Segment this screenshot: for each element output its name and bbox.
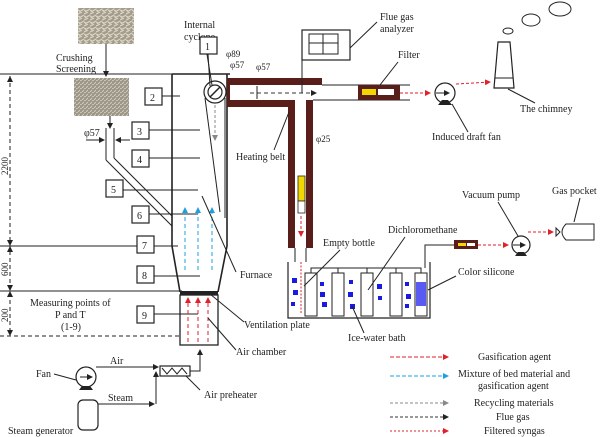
measuring-point-4: 4 [131,149,200,168]
measuring-points: 1 2 3 4 5 6 7 8 9 [105,36,218,324]
flue-gas-analyzer-label-1: Flue gas [380,12,414,23]
fan-label: Fan [36,369,51,380]
measuring-point-7: 7 [136,235,155,254]
svg-text:Mixture of bed material and: Mixture of bed material and [458,369,570,380]
air-preheater [159,365,191,377]
feeder-dia-label: φ57 [84,128,100,139]
legend-item-filtered-syngas: Filtered syngas [390,426,545,437]
svg-text:1: 1 [205,42,210,53]
furnace-label: Furnace [240,270,273,281]
svg-text:2: 2 [150,93,155,104]
internal-cyclone [203,80,227,218]
empty-bottle-label: Empty bottle [323,238,376,249]
measuring-point-9: 9 [136,305,198,324]
filter-label: Filter [398,50,420,61]
flue-gas-analyzer-label-2: analyzer [380,24,415,35]
svg-text:Flue gas: Flue gas [496,412,530,423]
measuring-point-6: 6 [131,205,198,224]
svg-text:5: 5 [111,185,116,196]
filter [358,85,400,100]
svg-text:3: 3 [137,127,142,138]
legend-item-flue-gas: Flue gas [390,412,530,423]
induced-draft-fan-label: Induced draft fan [432,132,501,143]
air-chamber-label: Air chamber [236,347,287,358]
svg-text:4: 4 [137,155,142,166]
screening-label: Screening [56,64,96,75]
measuring-point-2: 2 [144,87,180,106]
dim-2200: 2200 [0,157,10,176]
measuring-point-3: 3 [131,121,200,140]
legend-item-mixture: Mixture of bed material and gasification… [390,369,570,392]
ice-water-bath-label: Ice-water bath [348,333,405,344]
steam-generator-label: Steam generator [8,426,74,437]
cyclone-dia-label: φ89 [226,49,241,59]
svg-text:6: 6 [137,211,142,222]
induced-draft-fan [434,82,456,105]
crushing-label: Crushing [56,53,93,64]
svg-text:Filtered syngas: Filtered syngas [484,426,545,437]
air-preheater-label: Air preheater [204,390,258,401]
legend-item-recycling: Recycling materials [390,398,554,409]
legend: Gasification agent Mixture of bed materi… [390,352,570,437]
svg-text:gasification agent: gasification agent [478,381,549,392]
ventilation-plate-label: Ventilation plate [244,320,310,331]
furnace-body [171,73,230,346]
steam-label: Steam [108,393,133,404]
legend-item-gasification-agent: Gasification agent [390,352,551,363]
flue-gas-analyzer [301,29,351,93]
measuring-point-1: 1 [199,36,218,87]
svg-text:Gasification agent: Gasification agent [478,352,551,363]
internal-cyclone-label-1: Internal [184,20,215,31]
sampling-dia-label: φ25 [316,134,331,144]
gas-pocket-label: Gas pocket [552,186,597,197]
dichloromethane-label: Dichloromethane [388,225,458,236]
svg-text:Recycling materials: Recycling materials [474,398,554,409]
measuring-caption-3: (1-9) [61,322,81,333]
vacuum-pump-label: Vacuum pump [462,190,520,201]
cyclone-outlet-dia-label: φ57 [230,60,245,70]
svg-text:9: 9 [142,311,147,322]
air-label: Air [110,356,124,367]
chimney-label: The chimney [520,104,572,115]
ice-water-bath [287,262,431,319]
fan [75,366,97,390]
pipe-dia-label: φ57 [256,62,271,72]
svg-text:8: 8 [142,271,147,282]
color-silicone-label: Color silicone [458,267,515,278]
measuring-point-8: 8 [136,265,200,284]
feeder-pipe [105,128,173,227]
svg-text:7: 7 [142,241,147,252]
crushed-biomass-image [74,78,129,116]
measuring-point-5: 5 [105,179,198,198]
vacuum-pump [511,235,531,256]
raw-biomass-image [78,8,134,44]
dim-200: 200 [0,308,10,322]
measuring-caption-2: P and T [55,310,86,321]
chimney [493,1,572,89]
steam-generator [77,399,99,431]
measuring-caption-1: Measuring points of [30,298,111,309]
dim-600: 600 [0,262,10,276]
heating-belt-label: Heating belt [236,152,285,163]
heating-belt [227,78,322,248]
gas-pocket [555,223,595,241]
